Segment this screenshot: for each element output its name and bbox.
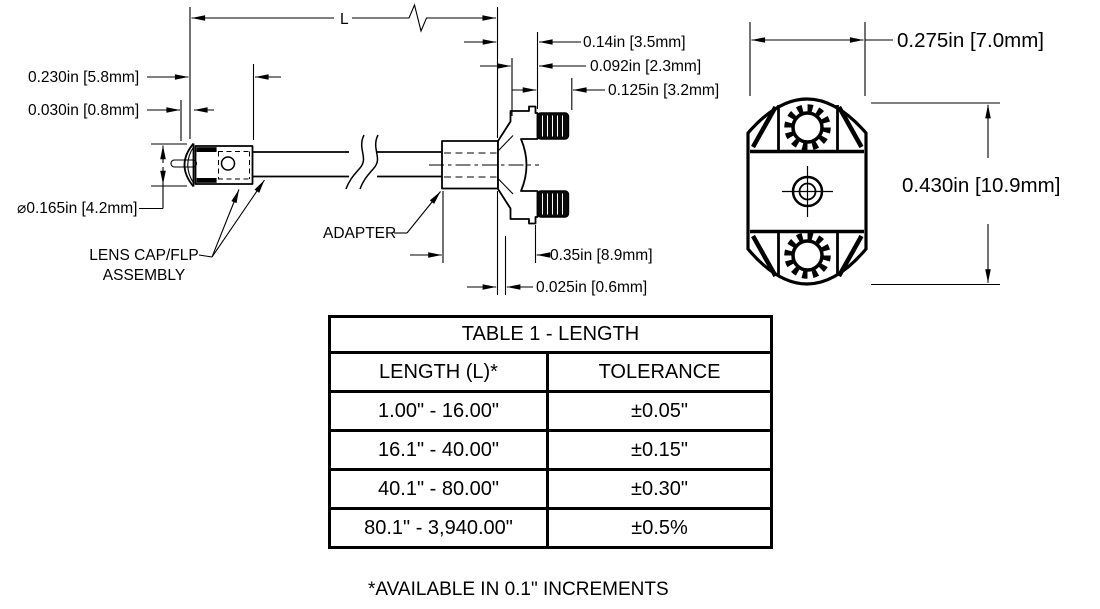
table-row: 1.00" - 16.00" ±0.05" xyxy=(328,390,774,432)
break-line xyxy=(345,134,365,190)
dim-fork-length: 0.35in [8.9mm] xyxy=(410,191,653,264)
lens-cap-label-line1: LENS CAP/FLP xyxy=(89,247,198,264)
dim-diameter-label: ⌀0.165in [4.2mm] xyxy=(17,200,137,217)
lens-cap-callout: LENS CAP/FLP ASSEMBLY xyxy=(89,179,265,284)
lens-cap-label-line2: ASSEMBLY xyxy=(103,267,185,284)
dim-wall-thickness: 0.025in [0.6mm] xyxy=(467,236,647,296)
table-header-row: LENGTH (L)* TOLERANCE xyxy=(328,351,774,393)
col-header-tolerance: TOLERANCE xyxy=(545,351,774,393)
dim-end-width: 0.275in [7.0mm] xyxy=(749,22,1044,96)
corner-brace xyxy=(751,234,778,278)
table-row: 16.1" - 40.00" ±0.15" xyxy=(328,429,774,471)
table-footnote: *AVAILABLE IN 0.1" INCREMENTS xyxy=(368,579,669,600)
col-header-length: LENGTH (L)* xyxy=(328,351,549,393)
table-row: 40.1" - 80.00" ±0.30" xyxy=(328,468,774,510)
adapter-label: ADAPTER xyxy=(323,225,396,242)
lens-cap xyxy=(170,142,254,188)
center-target xyxy=(782,166,833,217)
dim-tip-offset: 0.092in [2.3mm] xyxy=(480,58,701,116)
corner-brace xyxy=(751,105,778,149)
dim-tip-offset-label: 0.092in [2.3mm] xyxy=(590,58,701,75)
table-title: TABLE 1 - LENGTH xyxy=(327,315,774,354)
shaft xyxy=(252,134,442,190)
side-view: L 0.230in [5.8mm] 0.030in [0.8mm] ⌀0.165… xyxy=(17,3,719,296)
knurled-post-bottom xyxy=(536,190,570,218)
dim-fork-length-label: 0.35in [8.9mm] xyxy=(550,247,653,264)
dim-cap-length-label: 0.230in [5.8mm] xyxy=(28,69,139,86)
dim-tip-length: 0.14in [3.5mm] xyxy=(464,34,686,51)
dim-tip-length-label: 0.14in [3.5mm] xyxy=(583,34,686,51)
dim-post-length: 0.125in [3.2mm] xyxy=(512,32,719,110)
gear-bottom xyxy=(784,232,831,279)
dim-wall-thickness-label: 0.025in [0.6mm] xyxy=(536,279,647,296)
tolerance-value: ±0.5% xyxy=(545,507,774,549)
tolerance-value: ±0.15" xyxy=(545,429,774,471)
technical-drawing: L 0.230in [5.8mm] 0.030in [0.8mm] ⌀0.165… xyxy=(17,3,1060,296)
length-range: 16.1" - 40.00" xyxy=(328,429,549,471)
table-row: 80.1" - 3,940.00" ±0.5% xyxy=(328,507,774,549)
dim-cap-length: 0.230in [5.8mm] xyxy=(28,64,281,140)
dim-end-height-label: 0.430in [10.9mm] xyxy=(902,174,1060,197)
corner-brace xyxy=(837,105,864,149)
end-view: 0.275in [7.0mm] 0.430in [10.9mm] xyxy=(746,22,1060,286)
length-range: 80.1" - 3,940.00" xyxy=(328,507,549,549)
tolerance-value: ±0.30" xyxy=(545,468,774,510)
length-range: 1.00" - 16.00" xyxy=(328,390,549,432)
length-tolerance-table: TABLE 1 - LENGTH LENGTH (L)* TOLERANCE 1… xyxy=(327,315,774,549)
dim-end-width-label: 0.275in [7.0mm] xyxy=(897,29,1044,52)
dim-end-height: 0.430in [10.9mm] xyxy=(871,102,1060,286)
dim-flange-label: 0.030in [0.8mm] xyxy=(28,102,139,119)
tolerance-value: ±0.05" xyxy=(545,390,774,432)
dim-L-label: L xyxy=(340,11,349,28)
dim-flange-thickness: 0.030in [0.8mm] xyxy=(28,100,214,141)
adapter-fork xyxy=(429,105,570,225)
knurled-post-top xyxy=(536,112,570,140)
dim-cap-diameter: ⌀0.165in [4.2mm] xyxy=(17,143,187,217)
adapter-callout: ADAPTER xyxy=(323,191,441,242)
dim-post-length-label: 0.125in [3.2mm] xyxy=(608,82,719,99)
break-line xyxy=(359,134,379,190)
corner-brace xyxy=(837,234,864,278)
length-range: 40.1" - 80.00" xyxy=(328,468,549,510)
table-title-row: TABLE 1 - LENGTH xyxy=(327,315,774,354)
gear-top xyxy=(784,104,831,151)
dim-overall-length: L xyxy=(189,3,499,295)
